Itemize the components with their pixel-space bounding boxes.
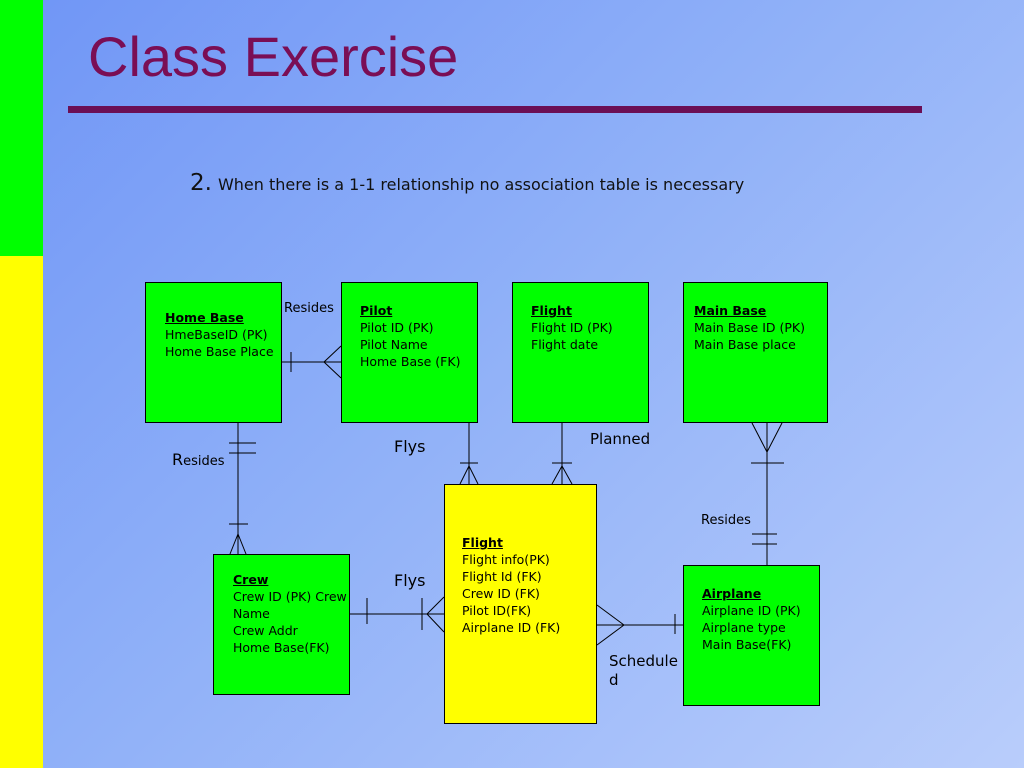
attr-crew-id-fk: Crew ID (FK)	[462, 586, 540, 601]
entity-home-base-title: Home Base	[165, 310, 244, 325]
attr-flight-id-fk: Flight Id (FK)	[462, 569, 542, 584]
entity-main-base-title: Main Base	[694, 303, 767, 318]
attr-crew-id: Crew ID (PK) Crew	[233, 589, 347, 604]
subtitle-text: When there is a 1-1 relationship no asso…	[217, 175, 745, 194]
attr-home-base-id: HmeBaseID (PK)	[165, 327, 268, 342]
left-green-strip	[0, 0, 43, 256]
attr-pilot-name: Pilot Name	[360, 337, 428, 352]
attr-airplane-type: Airplane type	[702, 620, 786, 635]
attr-airplane-main-base: Main Base(FK)	[702, 637, 792, 652]
entity-crew-title: Crew	[233, 572, 269, 587]
crowfoot-mainbase-a	[751, 422, 768, 453]
entity-home-base[interactable]: Home Base HmeBaseID (PK) Home Base Place	[145, 282, 282, 423]
crowfoot-planned-b	[561, 465, 573, 485]
attr-main-base-id: Main Base ID (PK)	[694, 320, 805, 335]
entity-airplane[interactable]: Airplane Airplane ID (PK) Airplane type …	[683, 565, 820, 706]
label-resides-left-cap: R	[172, 450, 184, 469]
label-flys-top: Flys	[394, 437, 426, 456]
attr-crew-name: Name	[233, 606, 270, 621]
left-yellow-strip	[0, 256, 43, 768]
slide-subtitle: 2. When there is a 1-1 relationship no as…	[190, 170, 744, 196]
crowfoot-flys-a	[426, 596, 445, 615]
attr-pilot-home-base: Home Base (FK)	[360, 354, 461, 369]
attr-home-base-place: Home Base Place	[165, 344, 274, 359]
subtitle-number: 2.	[190, 170, 212, 196]
entity-flight-association-title: Flight	[462, 535, 503, 550]
crowfoot-scheduled-a	[596, 604, 625, 626]
crowfoot-mainbase-b	[766, 422, 783, 453]
label-planned: Planned	[590, 430, 651, 448]
attr-airplane-id-fk: Airplane ID (FK)	[462, 620, 561, 635]
label-scheduled-line1: Schedule	[609, 652, 678, 670]
attr-flight-info: Flight info(PK)	[462, 552, 550, 567]
label-resides-right: Resides	[701, 513, 751, 528]
slide-title: Class Exercise	[88, 25, 459, 88]
attr-flight-id: Flight ID (PK)	[531, 320, 613, 335]
attr-crew-home-base: Home Base(FK)	[233, 640, 330, 655]
label-scheduled: Schedule d	[609, 652, 678, 690]
title-underline	[68, 106, 922, 113]
label-resides-left-rest: esides	[183, 454, 225, 469]
crowfoot-crew-b	[237, 533, 247, 555]
label-resides-top: Resides	[284, 301, 334, 316]
crowfoot-flight-a	[459, 465, 470, 485]
entity-flight[interactable]: Flight Flight ID (PK) Flight date	[512, 282, 649, 423]
entity-pilot-title: Pilot	[360, 303, 393, 318]
crowfoot-scheduled-b	[596, 624, 625, 646]
crowfoot-pilot-b	[323, 361, 342, 379]
entity-crew[interactable]: Crew Crew ID (PK) Crew Name Crew Addr Ho…	[213, 554, 350, 695]
attr-main-base-place: Main Base place	[694, 337, 796, 352]
crowfoot-pilot-a	[323, 345, 342, 363]
label-scheduled-line2: d	[609, 671, 619, 689]
entity-airplane-title: Airplane	[702, 586, 762, 601]
attr-airplane-id: Airplane ID (PK)	[702, 603, 801, 618]
crowfoot-planned-a	[551, 465, 563, 485]
crowfoot-crew-a	[229, 533, 239, 555]
crowfoot-flight-b	[468, 465, 479, 485]
attr-flight-date: Flight date	[531, 337, 599, 352]
entity-flight-association[interactable]: Flight Flight info(PK) Flight Id (FK) Cr…	[444, 484, 597, 724]
attr-pilot-id-fk: Pilot ID(FK)	[462, 603, 532, 618]
label-resides-left: Resides	[172, 450, 225, 469]
crowfoot-flys-b	[426, 613, 445, 633]
attr-pilot-id: Pilot ID (PK)	[360, 320, 434, 335]
attr-crew-addr: Crew Addr	[233, 623, 298, 638]
entity-pilot[interactable]: Pilot Pilot ID (PK) Pilot Name Home Base…	[341, 282, 478, 423]
entity-flight-title: Flight	[531, 303, 572, 318]
entity-main-base[interactable]: Main Base Main Base ID (PK) Main Base pl…	[683, 282, 828, 423]
label-flys-bottom: Flys	[394, 571, 426, 590]
